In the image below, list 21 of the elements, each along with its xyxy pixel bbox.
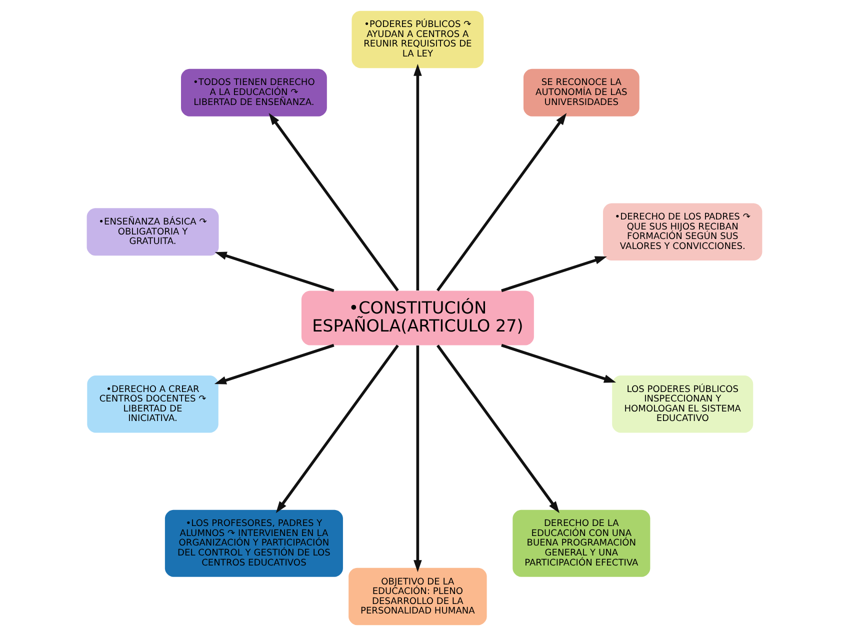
arrow: [413, 345, 422, 572]
node-box: DERECHO DE LA EDUCACIÓN CON UNA BUENA PROGRAMACIÓN GENERAL Y UNA PARTICIPACIÓN EFECTIVA: [512, 510, 650, 577]
node-box: •DERECHO A CREAR CENTROS DOCENTES ↷ LIBERTAD DE INICIATIVA.: [86, 375, 218, 433]
node-box: •ENSEÑANZA BÁSICA ↷ OBLIGATORIA Y GRATUITA.: [86, 208, 218, 256]
node-box: •TODOS TIENEN DERECHO A LA EDUCACIÓN ↷ LIBERTAD DE ENSEÑANZA.: [180, 68, 326, 116]
node-box: •PODERES PÚBLICOS ↷ AYUDAN A CENTROS A REUNIR REQUISITOS DE LA LEY: [351, 10, 484, 68]
node-box: •CONSTITUCIÓN ESPAÑOLA(ARTICULO 27): [300, 290, 534, 346]
node-box: •LOS PROFESORES, PADRES Y ALUMNOS ↷ INTERVIENEN EN LA ORGANIZACIÓN Y PARTICIPACIÓN DEL CONTROL Y GESTIÓN DE LOS CENTROS EDUCATIVOS: [164, 510, 342, 577]
arrow: [413, 64, 422, 291]
arrow: [500, 256, 606, 292]
arrow: [268, 113, 398, 292]
arrow: [214, 344, 334, 384]
arrow: [214, 252, 334, 292]
arrow: [500, 344, 616, 383]
node-box: OBJETIVO DE LA EDUCACIÓN: PLENO DESARROLLO DE LA PERSONALIDAD HUMANA: [348, 568, 486, 626]
arrow: [436, 113, 566, 292]
arrow: [436, 344, 559, 514]
node-box: SE RECONOCE LA AUTONOMÍA DE LAS UNIVERSIDADES: [522, 68, 639, 116]
node-box: LOS PODERES PÚBLICOS INSPECCIONAN Y HOMOLOGAN EL SISTEMA EDUCATIVO: [612, 375, 753, 433]
node-box: •DERECHO DE LOS PADRES ↷ QUE SUS HIJOS RECIBAN FORMACIÓN SEGÚN SUS VALORES Y CONVICCIONES.: [602, 203, 762, 261]
arrow: [275, 344, 398, 514]
